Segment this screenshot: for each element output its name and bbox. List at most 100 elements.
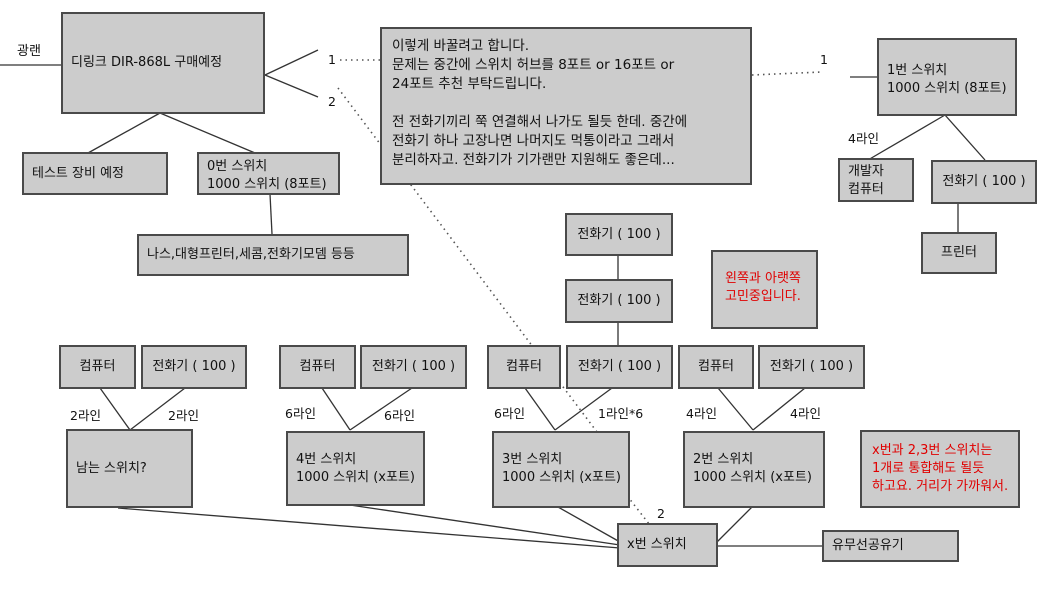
pc-d-label: 컴퓨터 [698, 359, 734, 374]
router-label: 디링크 DIR-868L 구매예정 [71, 55, 223, 70]
line-sw3-x [557, 506, 621, 543]
printer-label: 프린터 [941, 245, 977, 260]
line-router-sw0 [159, 112, 256, 154]
lines-6c-label: 6라인 [494, 406, 525, 421]
phone-top-box: 전화기 ( 100 ) [565, 213, 673, 256]
line-remain-x [117, 507, 621, 549]
lines-1x6-label: 1라인*6 [598, 406, 644, 421]
note-line-5: 전 전화기끼리 쭉 연결해서 나가도 될듯 한데. 중간에 [392, 114, 688, 130]
red-note-2-line3: 하고요. 거리가 가까워서. [872, 479, 1009, 494]
note-line-3: 24포트 추천 부탁드립니다. [392, 76, 547, 92]
pc-b-label: 컴퓨터 [299, 359, 336, 374]
nas-box: 나스,대형프린터,세콤,전화기모뎀 등등 [137, 234, 409, 276]
lines-6a-label: 6라인 [285, 406, 316, 421]
line-phone-c [554, 387, 613, 431]
note-line-7: 분리하자고. 전화기가 기가랜만 지원해도 좋은데... [392, 152, 675, 168]
lines-2b-label: 2라인 [168, 408, 199, 423]
switch-1-box: 1번 스위치 1000 스위치 (8포트) [877, 38, 1017, 116]
phone-sw1-label: 전화기 ( 100 ) [942, 174, 1026, 189]
router-box: 디링크 DIR-868L 구매예정 [61, 12, 265, 114]
line-router-1 [264, 49, 319, 76]
red-note-1-line2: 고민중입니다. [725, 289, 801, 304]
note-line-1: 이렇게 바꿀려고 합니다. [392, 38, 530, 54]
switch-2-box: 2번 스위치 1000 스위치 (x포트) [683, 431, 825, 508]
switch-3-title: 3번 스위치 [502, 452, 563, 467]
developer-pc-box: 개발자 컴퓨터 [838, 158, 914, 202]
pc-d-box: 컴퓨터 [678, 345, 754, 389]
switch-3-spec: 1000 스위치 (x포트) [502, 470, 621, 485]
pc-a-box: 컴퓨터 [59, 345, 136, 389]
pc-c-box: 컴퓨터 [487, 345, 561, 389]
line-pc-b [321, 387, 351, 431]
lines-2a-label: 2라인 [70, 408, 101, 423]
switch-4-title: 4번 스위치 [296, 452, 357, 467]
switch-1-spec: 1000 스위치 (8포트) [887, 81, 1007, 96]
lines-4b-label: 4라인 [790, 406, 821, 421]
note-line-2: 문제는 중간에 스위치 허브를 8포트 or 16포트 or [392, 57, 675, 73]
switch-1-title: 1번 스위치 [887, 63, 948, 78]
line-phone-d [752, 387, 806, 431]
line-sw0-nas [269, 193, 273, 235]
phone-a-box: 전화기 ( 100 ) [141, 345, 247, 389]
switch-0-spec: 1000 스위치 (8포트) [207, 177, 327, 192]
pc-a-label: 컴퓨터 [79, 359, 116, 374]
switch-2-title: 2번 스위치 [693, 452, 754, 467]
lines-6b-label: 6라인 [384, 408, 415, 423]
line-sw4-x [349, 504, 621, 546]
wifi-router-label: 유무선공유기 [832, 538, 904, 553]
red-note-1-box: 왼쪽과 아랫쪽 고민중입니다. [711, 250, 818, 329]
main-note-box: 이렇게 바꿀려고 합니다. 문제는 중간에 스위치 허브를 8포트 or 16포… [380, 27, 752, 185]
switch-0-box: 0번 스위치 1000 스위치 (8포트) [197, 152, 340, 195]
line-phone-b [349, 387, 413, 431]
line-phone-a [129, 387, 186, 431]
phone-c-label: 전화기 ( 100 ) [577, 359, 662, 374]
printer-box: 프린터 [921, 232, 997, 274]
note-line-6: 전화기 하나 고장나면 나머지도 먹통이라고 그래서 [392, 133, 675, 149]
link-number-1-right: 1 [820, 52, 828, 67]
line-pc-c [524, 387, 556, 431]
phone-b-label: 전화기 ( 100 ) [371, 359, 456, 374]
remaining-switch-label: 남는 스위치? [76, 460, 147, 476]
test-device-box: 테스트 장비 예정 [22, 152, 168, 195]
line-sw1-dev [867, 114, 946, 161]
phone-top-label: 전화기 ( 100 ) [577, 226, 661, 242]
red-note-2-line1: x번과 2,3번 스위치는 [872, 443, 993, 458]
pc-c-label: 컴퓨터 [506, 359, 542, 374]
link-number-2-left: 2 [328, 94, 336, 109]
test-device-label: 테스트 장비 예정 [32, 165, 124, 181]
switch-4-spec: 1000 스위치 (x포트) [296, 470, 415, 485]
phone-d-label: 전화기 ( 100 ) [769, 359, 854, 374]
switch-4-box: 4번 스위치 1000 스위치 (x포트) [286, 431, 425, 506]
switch-3-box: 3번 스위치 1000 스위치 (x포트) [492, 431, 630, 508]
developer-pc-line2: 컴퓨터 [848, 182, 884, 197]
developer-pc-line1: 개발자 [848, 164, 884, 179]
link-number-1-left: 1 [328, 52, 336, 67]
gwangraen-label: 광랜 [17, 44, 41, 59]
phone-a-label: 전화기 ( 100 ) [152, 359, 236, 374]
phone-mid-box: 전화기 ( 100 ) [565, 279, 673, 323]
line-router-2 [264, 74, 319, 98]
phone-d-box: 전화기 ( 100 ) [758, 345, 865, 389]
switch-x-box: x번 스위치 [617, 523, 718, 567]
line-pc-d [717, 387, 754, 431]
pc-b-box: 컴퓨터 [279, 345, 356, 389]
link-number-2-x: 2 [657, 506, 665, 521]
wifi-router-box: 유무선공유기 [822, 530, 959, 562]
red-note-1-line1: 왼쪽과 아랫쪽 [725, 271, 801, 286]
dotted-note-1 [751, 71, 823, 76]
note-line-4 [392, 94, 740, 113]
phone-sw1-box: 전화기 ( 100 ) [931, 160, 1037, 204]
red-note-2-line2: 1개로 통합해도 될듯 [872, 461, 985, 476]
red-note-2-box: x번과 2,3번 스위치는 1개로 통합해도 될듯 하고요. 거리가 가까워서. [860, 430, 1020, 508]
remaining-switch-box: 남는 스위치? [66, 429, 193, 508]
lines-4-label: 4라인 [848, 131, 879, 146]
nas-label: 나스,대형프린터,세콤,전화기모뎀 등등 [147, 247, 355, 262]
phone-mid-label: 전화기 ( 100 ) [577, 293, 661, 308]
line-sw2-x [716, 506, 753, 543]
switch-2-spec: 1000 스위치 (x포트) [693, 470, 812, 485]
line-router-test [87, 112, 161, 154]
line-sw1-phone [944, 114, 986, 161]
switch-0-title: 0번 스위치 [207, 159, 268, 174]
phone-b-box: 전화기 ( 100 ) [360, 345, 467, 389]
